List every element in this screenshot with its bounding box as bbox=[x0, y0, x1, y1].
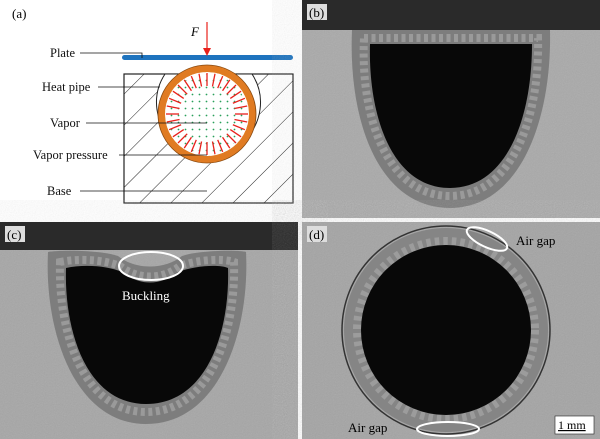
pressure-arrow-icon bbox=[183, 79, 192, 92]
panel-b-micrograph: (b) bbox=[302, 0, 600, 218]
pressure-arrow-icon bbox=[166, 105, 180, 110]
pressure-arrow-icon bbox=[234, 118, 248, 123]
pressure-arrow-icon bbox=[217, 75, 224, 89]
pressure-arrow-icon bbox=[190, 139, 197, 153]
pressure-arrow-icon bbox=[229, 90, 242, 99]
buckling-highlight bbox=[118, 251, 184, 281]
panel-d-micrograph: Air gap Air gap 1 mm (d) bbox=[302, 222, 600, 439]
force-arrowhead-icon bbox=[203, 48, 211, 56]
vapor-pressure-arrows bbox=[166, 73, 248, 155]
pressure-arrow-icon bbox=[166, 118, 180, 123]
pressure-arrow-icon bbox=[190, 75, 197, 89]
pressure-arrow-icon bbox=[222, 136, 231, 149]
force-label: F bbox=[190, 24, 200, 39]
scale-bar-label: 1 mm bbox=[558, 418, 586, 432]
vapor-cavity bbox=[361, 245, 531, 415]
pressure-arrow-icon bbox=[229, 129, 242, 138]
pressure-arrow-icon bbox=[198, 141, 203, 155]
pressure-arrow-icon bbox=[183, 136, 192, 149]
wick-teeth bbox=[55, 255, 239, 417]
pressure-arrow-icon bbox=[168, 97, 182, 104]
pressure-arrow-icon bbox=[226, 133, 237, 144]
air-gap-label-top: Air gap bbox=[516, 233, 555, 248]
panel-a-schematic: (a) F Plate Heat pipe Vapor Vapor pressu… bbox=[0, 0, 298, 218]
buckling-label: Buckling bbox=[122, 288, 170, 303]
pressure-arrow-icon bbox=[232, 124, 246, 131]
pressure-arrow-icon bbox=[211, 141, 216, 155]
scale-bar-box bbox=[554, 415, 595, 435]
pressure-arrow-icon bbox=[198, 73, 203, 87]
plate bbox=[122, 55, 293, 60]
pressure-arrow-icon bbox=[222, 79, 231, 92]
panel-a-label: (a) bbox=[12, 6, 26, 21]
pressure-arrow-icon bbox=[226, 84, 237, 95]
pressure-arrow-icon bbox=[177, 84, 188, 95]
wick-teeth bbox=[353, 237, 539, 423]
callout-base: Base bbox=[47, 184, 72, 198]
callout-heat-pipe: Heat pipe bbox=[42, 80, 91, 94]
vapor-cavity bbox=[65, 265, 229, 404]
pressure-arrow-icon bbox=[232, 97, 246, 104]
panel-b-label: (b) bbox=[309, 5, 324, 20]
air-gap-outline bbox=[341, 225, 551, 435]
pressure-arrow-icon bbox=[217, 139, 224, 153]
air-gap-label-bottom: Air gap bbox=[348, 420, 387, 435]
pressure-arrow-icon bbox=[172, 90, 185, 99]
pressure-arrow-icon bbox=[172, 129, 185, 138]
panel-c-label: (c) bbox=[7, 227, 21, 242]
callout-vapor: Vapor bbox=[50, 116, 81, 130]
pressure-arrow-icon bbox=[234, 105, 248, 110]
panel-d-label: (d) bbox=[309, 227, 324, 242]
air-gap-highlight-bottom bbox=[416, 421, 480, 437]
air-gap-highlight-top bbox=[465, 226, 509, 252]
callout-plate: Plate bbox=[50, 46, 75, 60]
pressure-arrow-icon bbox=[168, 124, 182, 131]
panel-c-micrograph: Buckling (c) bbox=[0, 222, 298, 439]
pressure-arrow-icon bbox=[211, 73, 216, 87]
vapor-cavity bbox=[369, 44, 532, 188]
callout-vapor-pressure: Vapor pressure bbox=[33, 148, 108, 162]
pressure-arrow-icon bbox=[177, 133, 188, 144]
heat-pipe-wick-teeth bbox=[161, 68, 253, 160]
wick-teeth bbox=[359, 34, 543, 201]
